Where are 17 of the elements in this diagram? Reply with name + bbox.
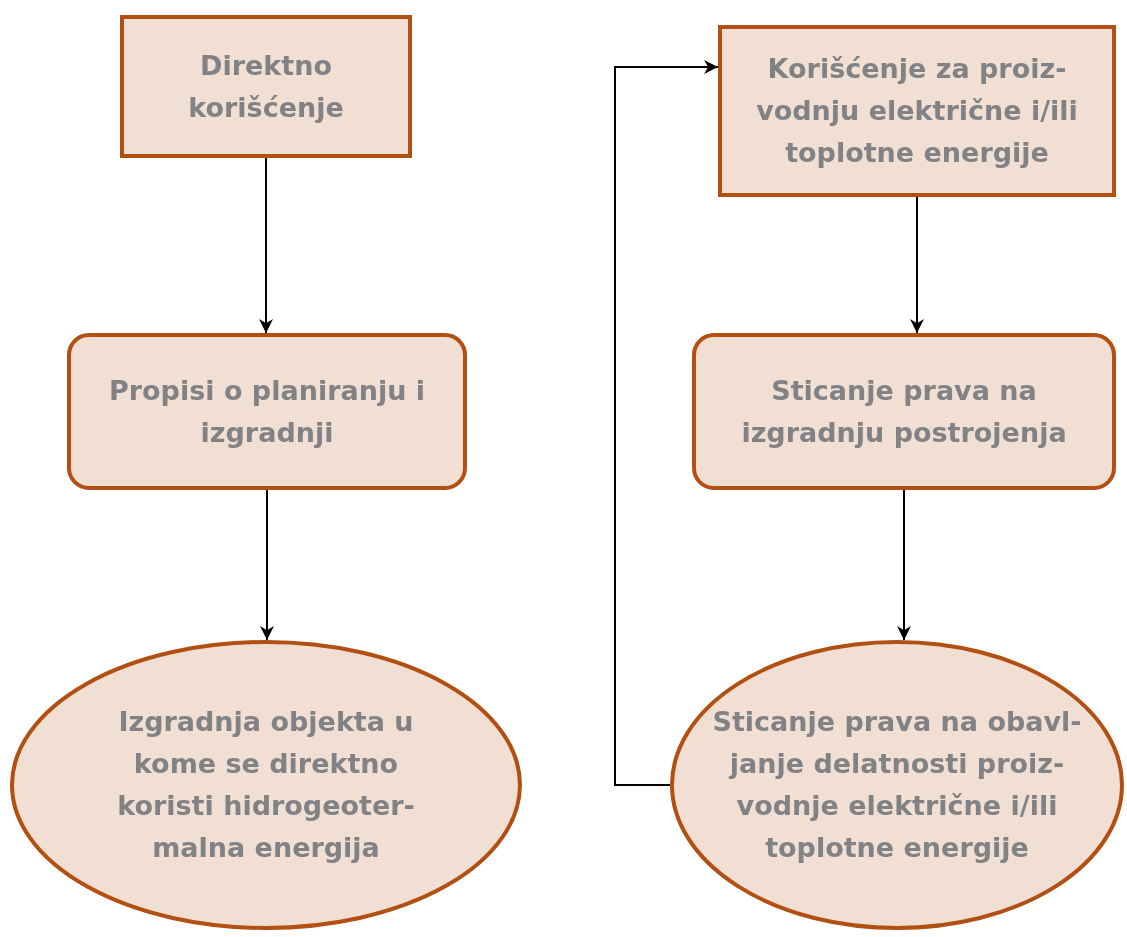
node-label: Sticanje prava na obavl- janje delatnosti proiz- vodnje električne i/ili toplotne energije	[711, 705, 1083, 865]
node-label: Izgradnja objekta u kome se direktno koristi hidrogeoter- malna energija	[116, 705, 416, 865]
arrow	[260, 489, 274, 641]
process-box	[718, 25, 1116, 197]
process-box	[120, 15, 412, 158]
arrow	[910, 196, 924, 334]
process-ellipse	[10, 640, 522, 930]
arrow	[614, 60, 719, 786]
arrow	[897, 489, 911, 641]
rounded-process-box	[692, 333, 1116, 490]
node-label: Korišćenje za proiz- vodnju električne i/ili toplotne energije	[755, 52, 1079, 170]
node-label: Direktno korišćenje	[187, 48, 345, 125]
arrow	[259, 157, 273, 334]
rounded-process-box	[67, 333, 467, 490]
node-label: Sticanje prava na izgradnju postrojenja	[740, 373, 1068, 450]
process-ellipse	[670, 640, 1124, 930]
node-label: Propisi o planiranju i izgradnji	[107, 373, 427, 450]
